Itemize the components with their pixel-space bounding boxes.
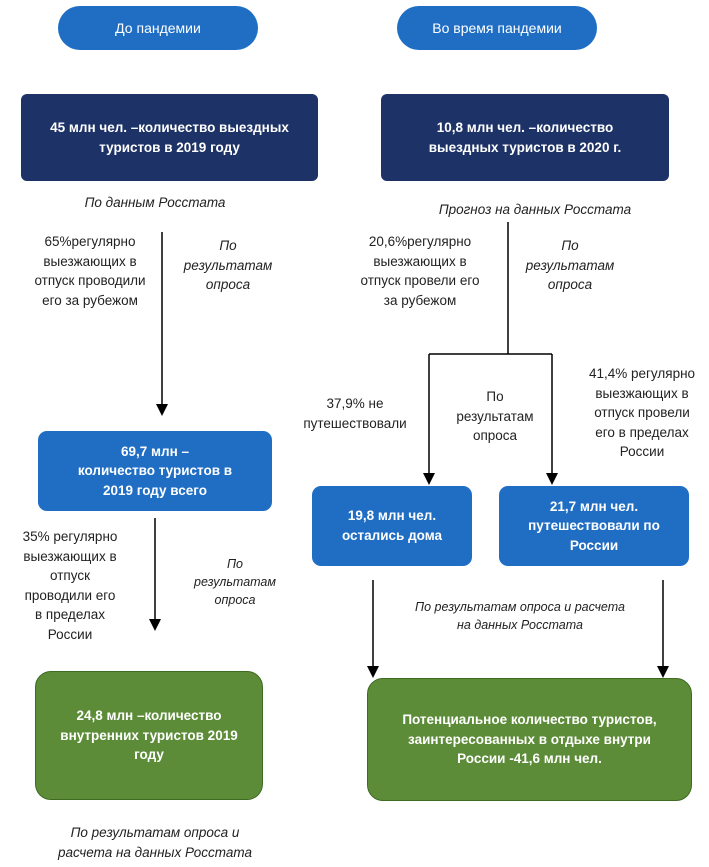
header-before-pandemic: До пандемии bbox=[58, 6, 258, 50]
outbound-tourists-2020-box: 10,8 млн чел. –количество выездных турис… bbox=[381, 94, 669, 181]
left-source-rosstat: По данным Росстата bbox=[84, 195, 226, 210]
domestic-tourists-2019-box: 24,8 млн –количество внутренних туристов… bbox=[35, 671, 263, 800]
note-37-9-percent-no-travel: 37,9% не путешествовали bbox=[303, 396, 407, 431]
traveled-russia-box: 21,7 млн чел. путешествовали по России bbox=[499, 486, 689, 566]
note-41-4-percent-domestic: 41,4% регулярно выезжающих в отпуск пров… bbox=[588, 366, 696, 460]
stayed-home-box: 19,8 млн чел. остались дома bbox=[312, 486, 472, 566]
note-35-percent-domestic: 35% регулярно выезжающих в отпуск провод… bbox=[22, 529, 118, 642]
right-survey-label-2: По результатам опроса bbox=[456, 389, 534, 444]
left-survey-label-2: По результатам опроса bbox=[194, 557, 276, 608]
header-during-pandemic: Во время пандемии bbox=[397, 6, 597, 50]
potential-domestic-tourists-box: Потенциальное количество туристов, заинт… bbox=[367, 678, 692, 801]
note-65-percent-abroad: 65%регулярно выезжающих в отпуск проводи… bbox=[34, 234, 146, 308]
total-tourists-2019-box: 69,7 млн – количество туристов в 2019 го… bbox=[38, 431, 272, 511]
note-20-6-percent-abroad: 20,6%регулярно выезжающих в отпуск прове… bbox=[360, 234, 480, 308]
left-source-survey-calc: По результатам опроса и расчета на данны… bbox=[57, 825, 253, 860]
right-source-survey-calc: По результатам опроса и расчета на данны… bbox=[415, 600, 625, 633]
right-source-forecast: Прогноз на данных Росстата bbox=[438, 202, 632, 217]
left-survey-label-1: По результатам опроса bbox=[183, 238, 273, 293]
right-survey-label-1: По результатам опроса bbox=[525, 238, 615, 293]
outbound-tourists-2019-box: 45 млн чел. –количество выездных туристо… bbox=[21, 94, 318, 181]
